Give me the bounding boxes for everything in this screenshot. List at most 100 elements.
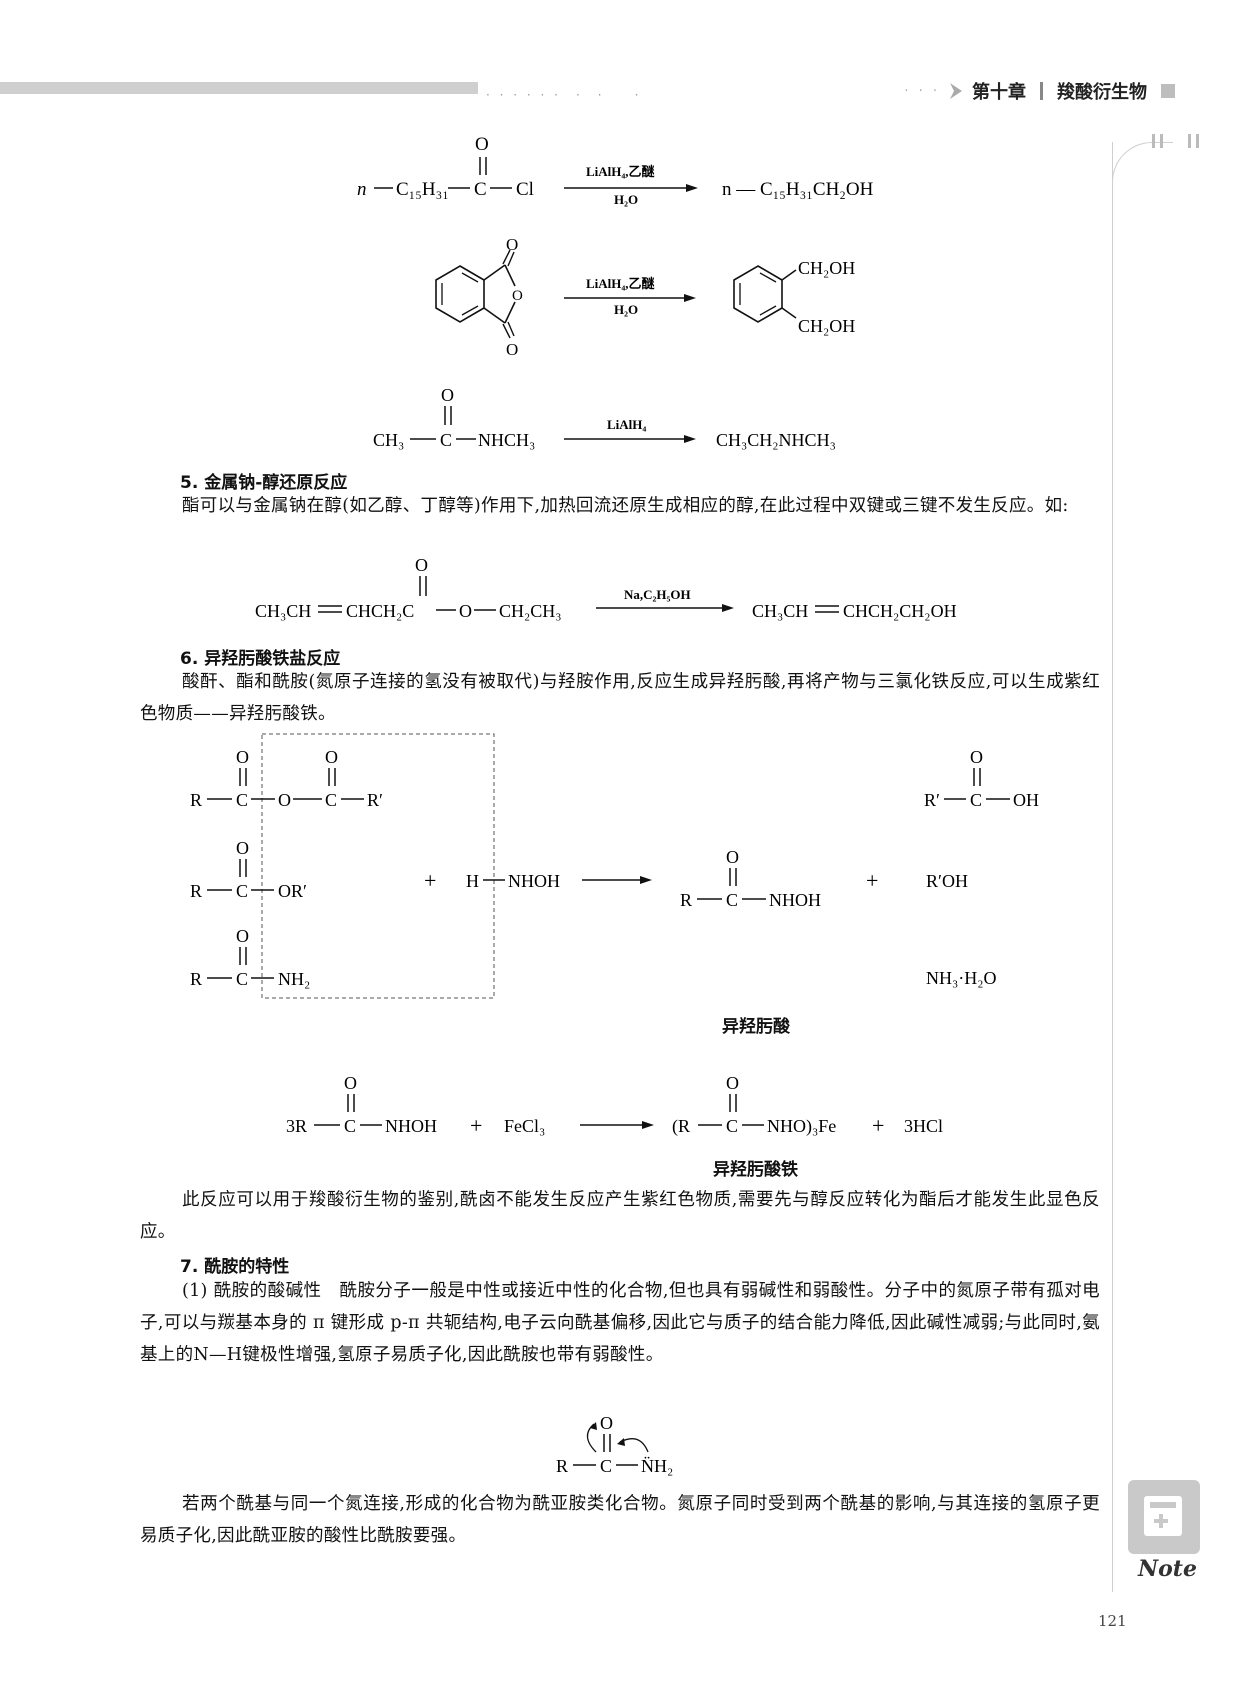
product-o: O (726, 847, 739, 867)
header-dots: · · · (904, 83, 940, 99)
iron-plus-1: + (470, 1113, 482, 1138)
r2-ring-o: O (512, 288, 523, 304)
r1-chlorine: Cl (516, 179, 534, 200)
r1-chain: C₁₅H₃₁ (396, 179, 449, 200)
side-tick (1160, 134, 1163, 148)
r4-left: CH₃CH (255, 601, 311, 621)
iron-fecl3: FeCl₃ (504, 1116, 545, 1136)
anhydride-r-prime: R′ (367, 790, 383, 810)
iron-c1: C (344, 1116, 356, 1136)
anhydride-o1: O (236, 747, 249, 767)
ester-c: C (236, 881, 248, 901)
r4-mid: CHCH₂C (346, 601, 414, 621)
reaction-acyl-chloride: n C₁₅H₃₁ C O Cl LiAlH₄,乙醚 H₂O n — C₁₅H₃₁… (357, 134, 874, 207)
side-ammonia: NH₃·H₂O (926, 968, 997, 988)
ester-or-prime: OR′ (278, 881, 307, 901)
section-7-heading: 7. 酰胺的特性 (180, 1257, 290, 1277)
note-icon (1128, 1480, 1200, 1554)
ester-r: R (190, 881, 202, 901)
resonance-r: R (556, 1456, 568, 1476)
acid-oh: OH (1013, 790, 1039, 810)
iron-nhoh: NHOH (385, 1116, 437, 1136)
r1-carbonyl-o: O (475, 134, 489, 155)
r2-reagent: LiAlH₄,乙醚 (586, 276, 656, 291)
r3-left: CH₃ (373, 430, 404, 450)
anhydride-c2: C (325, 790, 337, 810)
r1-prefix: n (357, 179, 367, 200)
acid-r-prime: R′ (924, 790, 940, 810)
acid-o: O (970, 747, 983, 767)
product-nhoh: NHOH (769, 890, 821, 910)
product-r: R (680, 890, 692, 910)
note-label: Note (1138, 1556, 1197, 1582)
chapter-title: 羧酸衍生物 (1057, 82, 1147, 103)
side-alcohol: R′OH (926, 871, 968, 891)
plus-sign-2: + (866, 868, 878, 893)
acid-c: C (970, 790, 982, 810)
amide-c: C (236, 969, 248, 989)
amide-r: R (190, 969, 202, 989)
side-tick (1196, 134, 1199, 148)
r4-product-left: CH₃CH (752, 601, 808, 621)
r4-ester-o: O (459, 601, 472, 621)
anhydride-o2: O (325, 747, 338, 767)
anhydride-r: R (190, 790, 202, 810)
side-rule (1112, 142, 1113, 1592)
resonance-c: C (600, 1456, 612, 1476)
r2-product-top: CH₂OH (798, 258, 855, 278)
amide-nh2: NH₂ (278, 969, 310, 989)
plus-sign: + (424, 868, 436, 893)
header-decor-dots: · · · · · · · · · (486, 88, 642, 102)
section-6-text: 酸酐、酯和酰胺(氮原子连接的氢没有被取代)与羟胺作用,反应生成异羟肟酸,再将产物… (140, 672, 1100, 724)
note-icon-plus-v (1159, 1514, 1163, 1528)
iron-close: NHO)₃Fe (767, 1116, 836, 1137)
iron-o2: O (726, 1073, 739, 1093)
iron-open: (R (672, 1116, 690, 1137)
note-icon-inner (1144, 1496, 1182, 1536)
r2-workup: H₂O (614, 302, 638, 317)
section-5-text: 酯可以与金属钠在醇(如乙醇、丁醇等)作用下,加热回流还原生成相应的醇,在此过程中… (182, 496, 1069, 516)
iron-plus-2: + (872, 1113, 884, 1138)
resonance-o: O (600, 1413, 613, 1433)
header-square-icon (1161, 84, 1175, 98)
r3-product: CH₃CH₂NHCH₃ (716, 430, 836, 450)
chapter-label: 第十章 (972, 82, 1026, 103)
chevron-right-icon (950, 83, 962, 99)
section-5-heading: 5. 金属钠-醇还原反应 (180, 473, 348, 493)
r4-carbonyl-o: O (415, 555, 428, 575)
anhydride-c1: C (236, 790, 248, 810)
hydroxamic-acid-caption: 异羟肟酸 (722, 1017, 790, 1037)
header-decor-bar (0, 82, 478, 94)
page-number: 121 (1098, 1612, 1127, 1630)
r2-carbonyl-o-bottom: O (506, 340, 518, 359)
side-tick (1152, 134, 1155, 148)
amide-o: O (236, 926, 249, 946)
section-6-heading: 6. 异羟肟酸铁盐反应 (180, 649, 341, 669)
reaction-amide-reduction: CH₃ C O NHCH₃ LiAlH₄ CH₃CH₂NHCH₃ (373, 385, 836, 450)
resonance-nh2: N̈H₂ (641, 1456, 673, 1476)
amide-resonance-structure: R C O N̈H₂ (556, 1413, 673, 1476)
hydroxylamine-nhoh: NHOH (508, 871, 560, 891)
r4-reagent: Na,C₂H₅OH (624, 587, 691, 602)
iron-hcl: 3HCl (904, 1116, 943, 1136)
r2-product-bottom: CH₂OH (798, 316, 855, 336)
ester-o: O (236, 838, 249, 858)
iron-c2: C (726, 1116, 738, 1136)
running-header: · · · 第十章 羧酸衍生物 (904, 78, 1175, 104)
r3-carbonyl-o: O (441, 385, 454, 405)
ferric-hydroxamate-caption: 异羟肟酸铁 (713, 1160, 798, 1180)
r4-product-right: CHCH₂CH₂OH (843, 601, 957, 621)
r2-carbonyl-o-top: O (506, 235, 518, 254)
hydroxylamine-h: H (466, 871, 479, 891)
r1-workup: H₂O (614, 192, 638, 207)
reaction-phthalic-anhydride: O O O LiAlH₄,乙醚 H₂O CH₂OH CH₂OH (435, 235, 855, 359)
r1-product: n — C₁₅H₃₁CH₂OH (722, 179, 874, 200)
section-7-text: (1) 酰胺的酸碱性 酰胺分子一般是中性或接近中性的化合物,但也具有弱碱性和弱酸… (140, 1281, 1100, 1365)
note-icon-bar (1150, 1502, 1176, 1508)
anhydride-bridge-o: O (278, 790, 291, 810)
reaction-hydroxamic-acid: R C O O C O R′ R C O OR′ R C O NH₂ + H (190, 733, 1039, 999)
iron-o1: O (344, 1073, 357, 1093)
side-tick (1188, 134, 1191, 148)
r1-carbon: C (474, 179, 487, 200)
